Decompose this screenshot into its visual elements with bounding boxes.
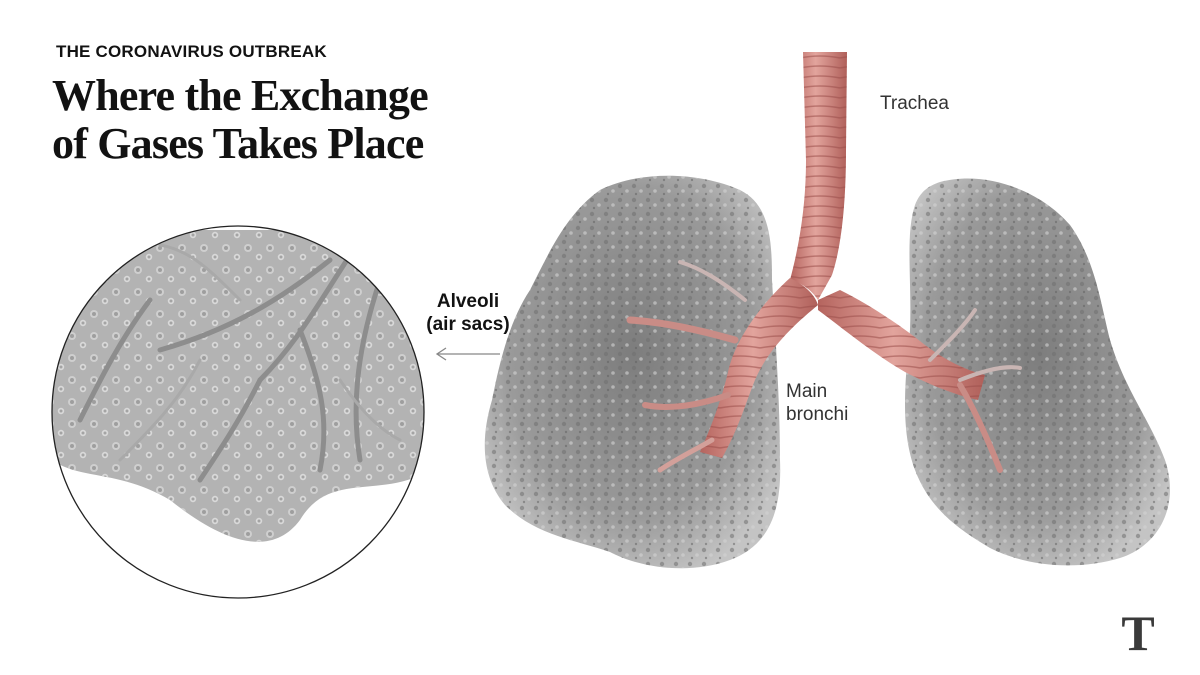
airway-tree [626,52,1022,473]
headline: Where the Exchange of Gases Takes Place [52,72,472,168]
alveoli-label-line-2: (air sacs) [426,314,510,335]
main-bronchi-label-line-2: bronchi [786,404,849,425]
alveoli-pointer-arrow [435,347,500,361]
main-bronchi-label: Main bronchi [786,380,848,426]
alveoli-label: Alveoli (air sacs) [418,290,518,336]
headline-line-1: Where the Exchange [52,71,429,120]
right-lung [905,178,1170,566]
headline-line-2: of Gases Takes Place [52,119,424,168]
alveoli-closeup [51,225,425,599]
kicker: THE CORONAVIRUS OUTBREAK [56,42,327,61]
trachea-label: Trachea [880,93,949,114]
main-bronchi-label-line-1: Main [786,381,828,402]
alveoli-label-line-1: Alveoli [436,291,500,312]
nyt-logo-icon: T [1121,605,1155,661]
